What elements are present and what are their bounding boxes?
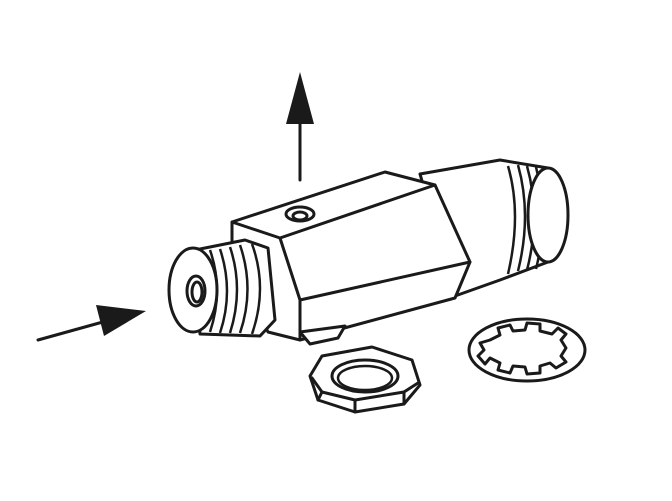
outlet-arrow-icon — [286, 72, 314, 182]
inlet-arrow-icon — [36, 305, 146, 342]
inlet-thread-end — [167, 238, 277, 338]
hex-body — [230, 170, 472, 346]
hex-nut — [308, 345, 422, 414]
lock-washer — [467, 317, 587, 383]
